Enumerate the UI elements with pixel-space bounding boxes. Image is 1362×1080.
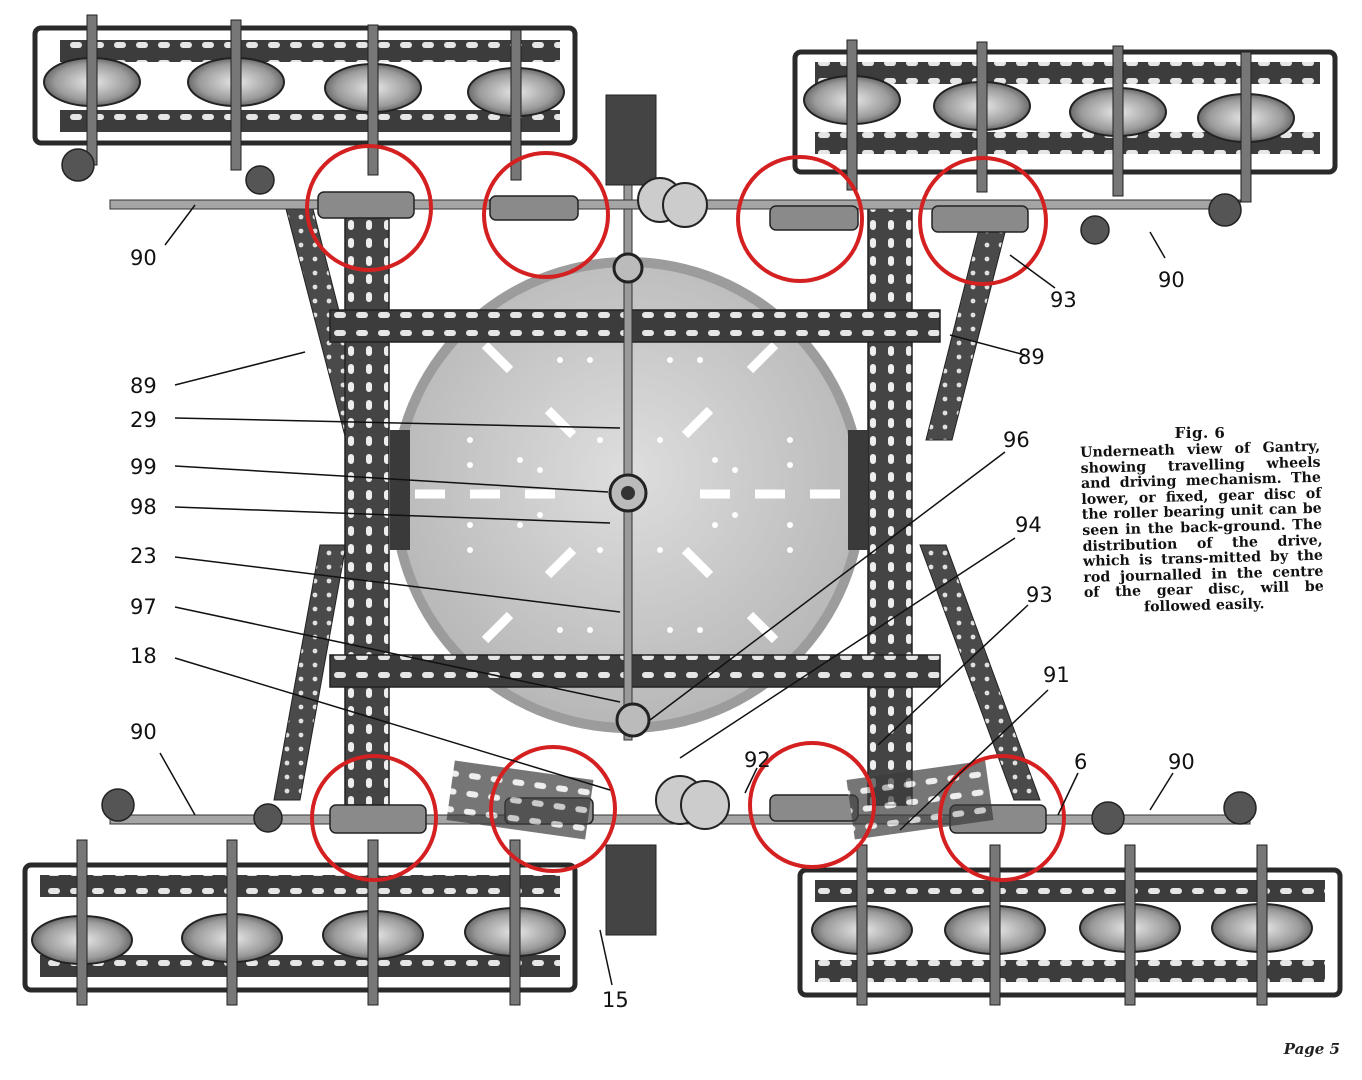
highlight-circle bbox=[938, 754, 1066, 882]
central-drive-rod bbox=[605, 94, 657, 936]
callout-90-bottom-right: 90 bbox=[1168, 750, 1195, 774]
callout-15: 15 bbox=[602, 988, 629, 1012]
callout-93-top-right: 93 bbox=[1050, 288, 1077, 312]
highlight-circles bbox=[305, 144, 1066, 882]
figure-caption: Fig. 6 Underneath view of Gantry, showin… bbox=[1080, 424, 1324, 618]
callout-92: 92 bbox=[744, 748, 771, 772]
highlight-circle bbox=[748, 741, 876, 869]
highlight-circle bbox=[310, 754, 438, 882]
callout-29: 29 bbox=[130, 408, 157, 432]
cross-girders bbox=[329, 309, 941, 688]
callout-91: 91 bbox=[1043, 663, 1070, 687]
callout-89-left: 89 bbox=[130, 374, 157, 398]
callout-18: 18 bbox=[130, 644, 157, 668]
bottom-left-wheel-frame bbox=[22, 839, 578, 1006]
callout-97: 97 bbox=[130, 595, 157, 619]
highlight-circle bbox=[489, 745, 617, 873]
top-left-wheel-frame bbox=[32, 14, 578, 181]
callout-6: 6 bbox=[1074, 750, 1088, 774]
page-number: Page 5 bbox=[1283, 1040, 1340, 1058]
highlight-circle bbox=[918, 156, 1048, 286]
bottom-right-wheel-frame bbox=[797, 844, 1343, 1006]
vertical-columns bbox=[344, 204, 913, 806]
highlight-circle bbox=[736, 155, 864, 283]
callout-96: 96 bbox=[1003, 428, 1030, 452]
callout-93-right: 93 bbox=[1026, 583, 1053, 607]
callout-99: 99 bbox=[130, 455, 157, 479]
callout-94: 94 bbox=[1015, 513, 1042, 537]
highlight-circle bbox=[305, 144, 433, 272]
figure-caption-text: Underneath view of Gantry, showing trave… bbox=[1079, 438, 1324, 616]
top-right-wheel-frame bbox=[792, 39, 1338, 203]
top-drive-shaft bbox=[61, 148, 1242, 245]
callout-23: 23 bbox=[130, 544, 157, 568]
callout-98: 98 bbox=[130, 495, 157, 519]
callout-90-bottom-left: 90 bbox=[130, 720, 157, 744]
callout-90-top-right: 90 bbox=[1158, 268, 1185, 292]
leader-lines bbox=[159, 204, 1174, 986]
figure-label: Fig. 6 bbox=[1174, 424, 1226, 442]
callout-90-top-left: 90 bbox=[130, 246, 157, 270]
diagonal-braces bbox=[273, 204, 1041, 801]
highlight-circle bbox=[482, 151, 610, 279]
callout-89-right: 89 bbox=[1018, 345, 1045, 369]
bottom-drive-shaft bbox=[101, 760, 1257, 840]
